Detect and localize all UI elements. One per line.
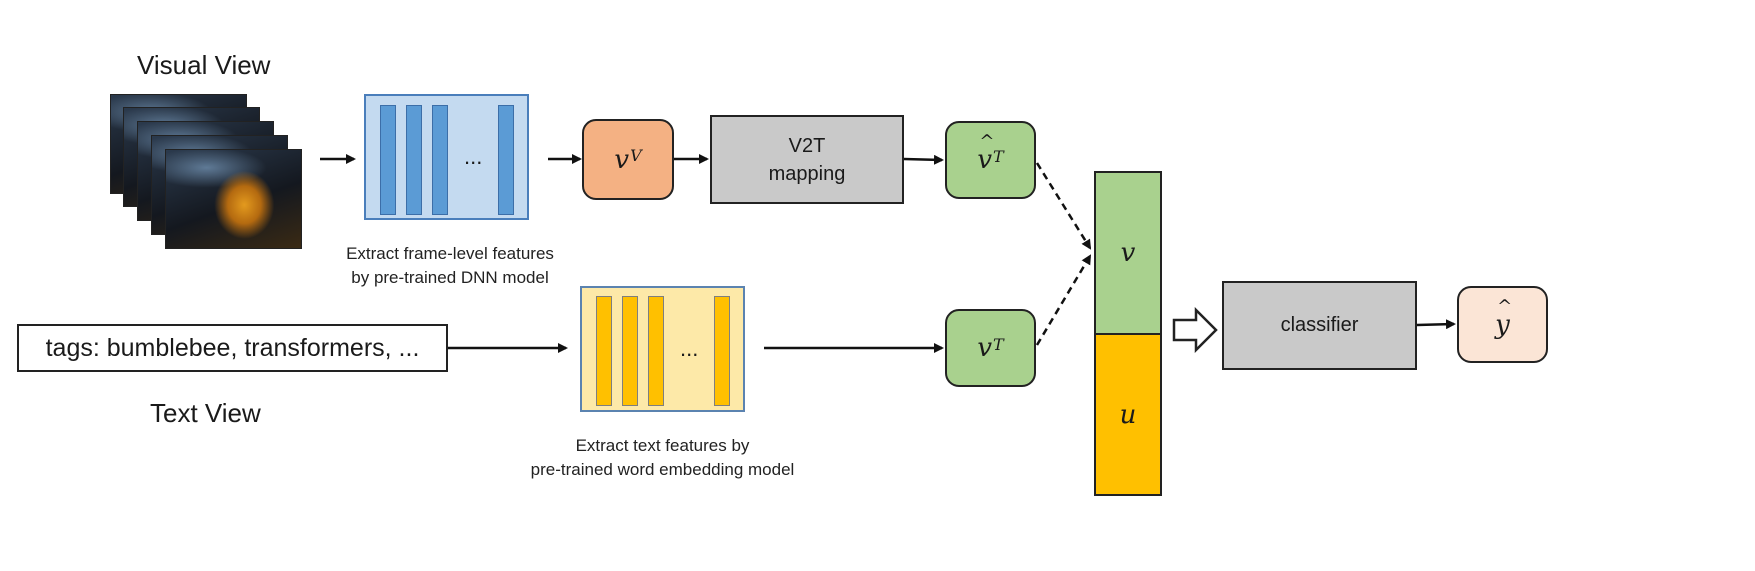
visual-feature-bar xyxy=(498,105,514,215)
classifier-box: classifier xyxy=(1222,281,1417,370)
dashed-arrow-vhat-to-concat xyxy=(1035,162,1092,250)
tags-input-box: tags: bumblebee, transformers, ... xyxy=(17,324,448,372)
text-feature-bar xyxy=(714,296,730,406)
visual-feature-bar xyxy=(432,105,448,215)
concat-visual-part: v xyxy=(1094,171,1162,335)
movie-frames-stack-icon xyxy=(110,94,305,252)
mapped-text-vector-node: vT xyxy=(945,121,1036,199)
text-feature-extractor: ... xyxy=(580,286,745,412)
arrow-classifier-to-output xyxy=(1416,319,1456,330)
text-feature-bar xyxy=(596,296,612,406)
text-feature-bar xyxy=(648,296,664,406)
v2t-mapping-box: V2T mapping xyxy=(710,115,904,204)
visual-feature-extractor: ... xyxy=(364,94,529,220)
text-feature-ellipsis: ... xyxy=(680,336,699,361)
text-feature-bar xyxy=(622,296,638,406)
text-view-title: Text View xyxy=(150,398,261,428)
hollow-right-arrow-icon xyxy=(1172,307,1218,353)
visual-feature-ellipsis: ... xyxy=(464,144,483,169)
concat-text-part: u xyxy=(1094,333,1162,496)
prediction-output-node: y xyxy=(1457,286,1548,363)
visual-feature-caption: Extract frame-level features by pre-trai… xyxy=(346,244,554,287)
visual-feature-bar xyxy=(380,105,396,215)
text-feature-caption: Extract text features by pre-trained wor… xyxy=(530,436,795,479)
concatenated-vector: v u xyxy=(1094,171,1162,496)
dashed-arrow-vt-to-concat xyxy=(1035,254,1092,346)
arrow-mapping-to-vhat xyxy=(903,154,944,165)
visual-view-title: Visual View xyxy=(137,50,271,80)
visual-feature-bar xyxy=(406,105,422,215)
